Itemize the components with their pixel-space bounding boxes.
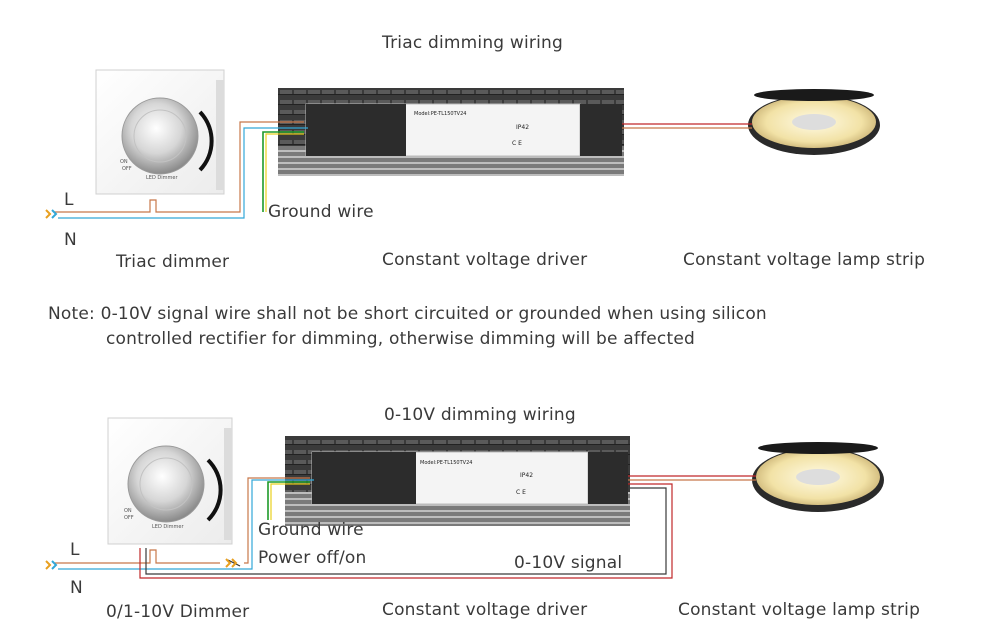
- top-label-n: N: [64, 230, 77, 250]
- bottom-driver-ip: IP42: [520, 472, 533, 479]
- bottom-driver-ce: C E: [516, 489, 526, 496]
- note-line-1: Note: 0-10V signal wire shall not be sho…: [48, 304, 767, 324]
- bottom-driver-caption: Constant voltage driver: [382, 600, 588, 620]
- bottom-title: 0-10V dimming wiring: [384, 405, 576, 425]
- top-driver-ce: C E: [512, 140, 522, 147]
- bottom-driver-model: Model:PE-TL150TV24: [420, 460, 472, 466]
- bottom-strip-caption: Constant voltage lamp strip: [678, 600, 921, 620]
- bottom-signal-label: 0-10V signal: [514, 553, 623, 573]
- bottom-ground-wire-label: Ground wire: [258, 520, 364, 540]
- top-driver-ip: IP42: [516, 124, 529, 131]
- bottom-wires: [54, 475, 756, 579]
- top-driver-device: Model:PE-TL150TV24 IP42 C E: [278, 88, 624, 176]
- bottom-dimmer-brand-text: LED Dimmer: [152, 524, 184, 530]
- top-plug-marks: [45, 209, 58, 219]
- bottom-label-l: L: [70, 540, 80, 560]
- top-ground-wire-label: Ground wire: [268, 202, 374, 222]
- top-dimmer-brand-text: LED Dimmer: [146, 175, 178, 181]
- top-dimmer-on-text: ON: [120, 159, 128, 165]
- bottom-power-switch-label: Power off/on: [258, 548, 367, 568]
- bottom-dimmer-caption: 0/1-10V Dimmer: [106, 602, 250, 622]
- bottom-dimmer-device: ON OFF LED Dimmer: [107, 417, 233, 545]
- top-label-l: L: [64, 190, 74, 210]
- bottom-label-n: N: [70, 578, 83, 598]
- bottom-dimmer-off-text: OFF: [124, 515, 134, 521]
- top-title: Triac dimming wiring: [382, 33, 563, 53]
- top-dimmer-device: ON OFF LED Dimmer: [95, 69, 225, 195]
- bottom-led-strip: [752, 442, 884, 512]
- top-wires: [54, 121, 752, 219]
- top-dimmer-caption: Triac dimmer: [116, 252, 230, 272]
- top-driver-model: Model:PE-TL150TV24: [414, 111, 466, 117]
- top-strip-caption: Constant voltage lamp strip: [683, 250, 926, 270]
- bottom-driver-device: Model:PE-TL150TV24 IP42 C E: [285, 436, 630, 526]
- bottom-plug-marks: [45, 558, 238, 570]
- note-line-2: controlled rectifier for dimming, otherw…: [106, 329, 695, 349]
- bottom-dimmer-on-text: ON: [124, 508, 132, 514]
- top-led-strip: [748, 89, 880, 155]
- top-driver-caption: Constant voltage driver: [382, 250, 588, 270]
- top-dimmer-off-text: OFF: [122, 166, 132, 172]
